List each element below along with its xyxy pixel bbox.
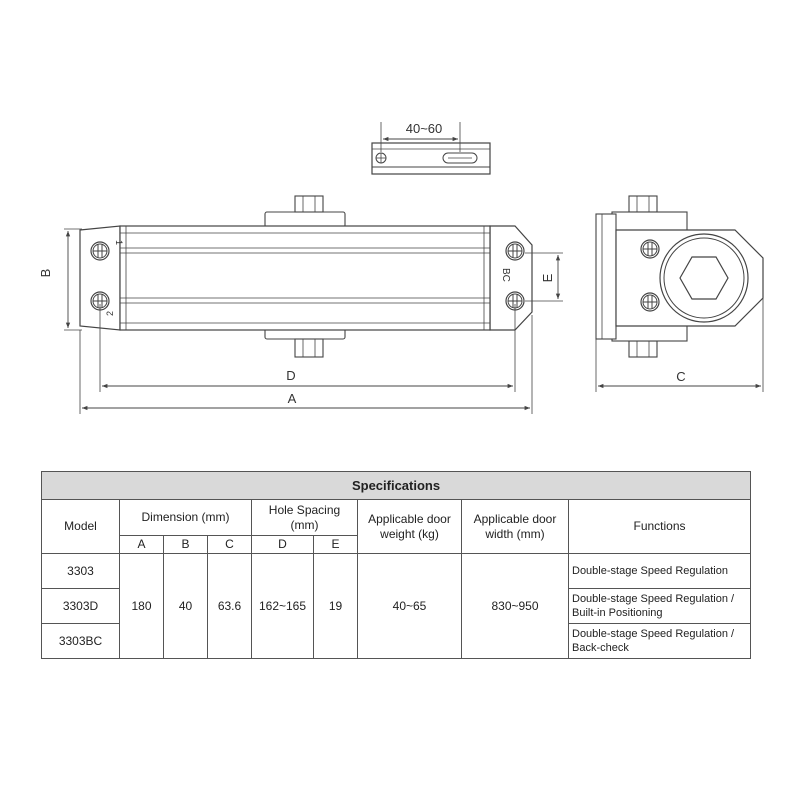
header-functions: Functions: [567, 499, 752, 554]
table-row: 3303D Double-stage Speed Regulation / Bu…: [41, 588, 752, 624]
value-b: 40: [163, 553, 208, 659]
header-door-width: Applicable door width (mm): [461, 499, 569, 554]
marking-1: 1: [114, 240, 124, 245]
table-title: Specifications: [40, 471, 752, 500]
technical-drawing: 40~60 1 2 BC B E: [38, 121, 764, 414]
marking-bc: BC: [500, 268, 511, 282]
value-width: 830~950: [461, 553, 569, 659]
dimension-a-label: A: [288, 391, 297, 406]
table-row: 3303 180 40 63.6 162~165 19 40~65 830~95…: [41, 553, 752, 659]
function-cell: Double-stage Speed Regulation: [567, 553, 752, 589]
header-hole-spacing: Hole Spacing (mm): [251, 499, 358, 536]
value-d: 162~165: [251, 553, 314, 659]
function-cell: Double-stage Speed Regulation / Back-che…: [567, 623, 752, 659]
model-cell: 3303BC: [41, 623, 120, 659]
value-weight: 40~65: [357, 553, 462, 659]
value-c: 63.6: [207, 553, 252, 659]
slot-spacing-label: 40~60: [406, 121, 443, 136]
subheader-e: E: [313, 535, 358, 554]
marking-2: 2: [105, 311, 115, 316]
header-dimension: Dimension (mm): [119, 499, 252, 536]
door-closer-front-view: [79, 195, 533, 358]
subheader-d: D: [251, 535, 314, 554]
header-model: Model: [41, 499, 120, 554]
dimension-b-label: B: [38, 269, 53, 278]
dimension-c-label: C: [676, 369, 685, 384]
subheader-a: A: [119, 535, 164, 554]
dimension-d-label: D: [286, 368, 295, 383]
subheader-b: B: [163, 535, 208, 554]
table-row: 3303BC Double-stage Speed Regulation / B…: [41, 623, 752, 659]
model-cell: 3303D: [41, 588, 120, 624]
subheader-c: C: [207, 535, 252, 554]
function-cell: Double-stage Speed Regulation / Built-in…: [567, 588, 752, 624]
dimension-e-label: E: [540, 273, 555, 282]
model-cell: 3303: [41, 553, 120, 589]
door-closer-side-view: [595, 195, 764, 358]
mounting-plate: [371, 122, 491, 175]
specifications-table: Specifications Model Dimension (mm) Hole…: [40, 471, 752, 659]
value-a: 180: [119, 553, 164, 659]
hex-nut-icon: [679, 256, 729, 300]
value-e: 19: [313, 553, 358, 659]
header-door-weight: Applicable door weight (kg): [357, 499, 462, 554]
